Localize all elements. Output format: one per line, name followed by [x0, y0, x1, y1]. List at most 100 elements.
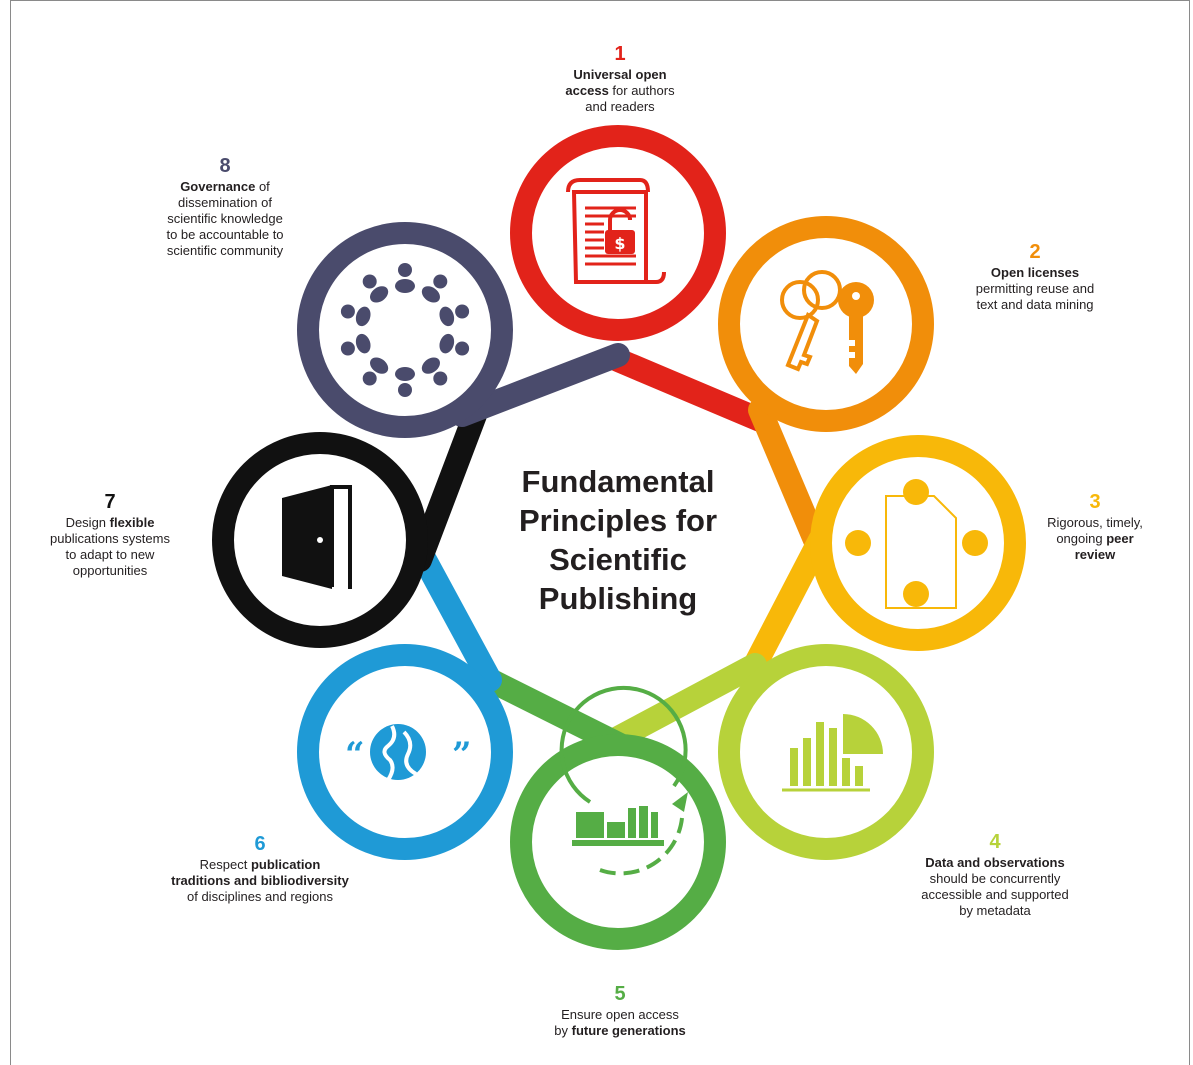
principle-text: access — [565, 83, 609, 98]
person-head — [362, 274, 377, 289]
principle-icons: $ — [282, 178, 988, 876]
person-head — [398, 263, 412, 277]
connector-bands — [408, 343, 832, 757]
principle-ring-2 — [718, 216, 934, 432]
principle-text: opportunities — [72, 563, 148, 578]
person-body — [395, 367, 415, 381]
person-body — [439, 333, 455, 354]
person-body — [439, 306, 455, 327]
principle-text: review — [1074, 547, 1116, 562]
svg-text:“: “ — [345, 735, 365, 775]
principle-text: by — [554, 1023, 572, 1038]
connector-band-7 — [408, 403, 487, 572]
person-body — [370, 286, 389, 303]
principle-text: accessible and supported — [921, 887, 1069, 902]
person-head — [362, 371, 377, 386]
principle-text: future generations — [571, 1023, 686, 1038]
svg-text:”: ” — [452, 735, 472, 775]
connector-band-5 — [478, 668, 632, 757]
connector-band-8 — [450, 343, 630, 427]
figure-frame — [10, 0, 1190, 1065]
principle-text: ongoing — [1056, 531, 1107, 546]
principle-number: 7 — [104, 491, 116, 513]
open-door-icon — [282, 485, 352, 589]
title-line: Fundamental — [521, 464, 715, 499]
principle-text: publication — [250, 857, 321, 872]
principle-text: should be concurrently — [929, 871, 1061, 886]
principle-number: 4 — [989, 831, 1001, 853]
peer-review-icon — [845, 479, 988, 609]
person-head — [398, 383, 412, 397]
principle-text: traditions and bibliodiversity — [171, 873, 349, 888]
principle-text: Rigorous, timely, — [1047, 515, 1143, 530]
principle-ring-8 — [297, 222, 513, 438]
person-body — [370, 357, 389, 374]
title-line: Publishing — [538, 581, 698, 616]
principle-rings — [212, 125, 1026, 950]
principle-text: Governance — [180, 179, 256, 194]
bar-pie-chart-icon — [782, 714, 883, 792]
principle-text: publications systems — [50, 531, 170, 546]
principle-text: to be accountable to — [166, 227, 284, 242]
principle-number: 1 — [614, 43, 626, 65]
people-circle-icon — [340, 263, 470, 397]
principle-number: 2 — [1029, 241, 1041, 263]
principle-text: by metadata — [959, 903, 1031, 918]
principle-text: and readers — [585, 99, 655, 114]
principle-text: permitting reuse and — [975, 281, 1095, 296]
principle-text: Ensure open access — [561, 1007, 679, 1022]
person-head — [340, 304, 355, 319]
principle-text: of — [255, 179, 270, 194]
person-head — [433, 371, 448, 386]
connector-band-2 — [748, 398, 827, 552]
keys-icon — [780, 270, 874, 374]
person-body — [355, 306, 371, 327]
title-line: Principles for — [518, 503, 718, 538]
principle-text: Data and observations — [925, 855, 1065, 870]
principle-text: dissemination of — [178, 195, 272, 210]
title-line: Scientific — [549, 542, 687, 577]
diagram-title: Fundamental Principles for Scientific Pu… — [478, 462, 758, 618]
principle-text: for authors — [608, 83, 675, 98]
connector-band-6 — [413, 548, 502, 692]
principle-text: Universal open — [573, 67, 667, 82]
principle-number: 5 — [614, 983, 626, 1005]
connector-band-4 — [593, 653, 767, 757]
connector-band-1 — [606, 348, 772, 432]
principle-text: scientific community — [166, 243, 284, 258]
principle-ring-4 — [718, 644, 934, 860]
books-cycle-icon — [559, 685, 688, 876]
principle-text: flexible — [109, 515, 155, 530]
principle-text: Design — [65, 515, 110, 530]
principle-text: to adapt to new — [65, 547, 155, 562]
principle-number: 6 — [254, 833, 266, 855]
person-body — [421, 357, 440, 374]
unlocked-document-icon: $ — [566, 178, 666, 284]
principle-text: scientific knowledge — [167, 211, 283, 226]
person-body — [355, 333, 371, 354]
principle-text: peer — [1106, 531, 1134, 546]
principle-text: text and data mining — [976, 297, 1094, 312]
person-head — [340, 341, 355, 356]
connector-band-3 — [743, 528, 832, 677]
person-head — [455, 304, 470, 319]
person-head — [455, 341, 470, 356]
principle-text: Open licenses — [990, 265, 1080, 280]
principle-text: of disciplines and regions — [187, 889, 333, 904]
principle-text: Respect — [199, 857, 251, 872]
person-body — [395, 279, 415, 293]
principle-number: 3 — [1089, 491, 1101, 513]
principle-ring-3 — [810, 435, 1026, 651]
principle-number: 8 — [219, 155, 231, 177]
globe-quotes-icon: “ ” — [345, 724, 472, 782]
person-head — [433, 274, 448, 289]
